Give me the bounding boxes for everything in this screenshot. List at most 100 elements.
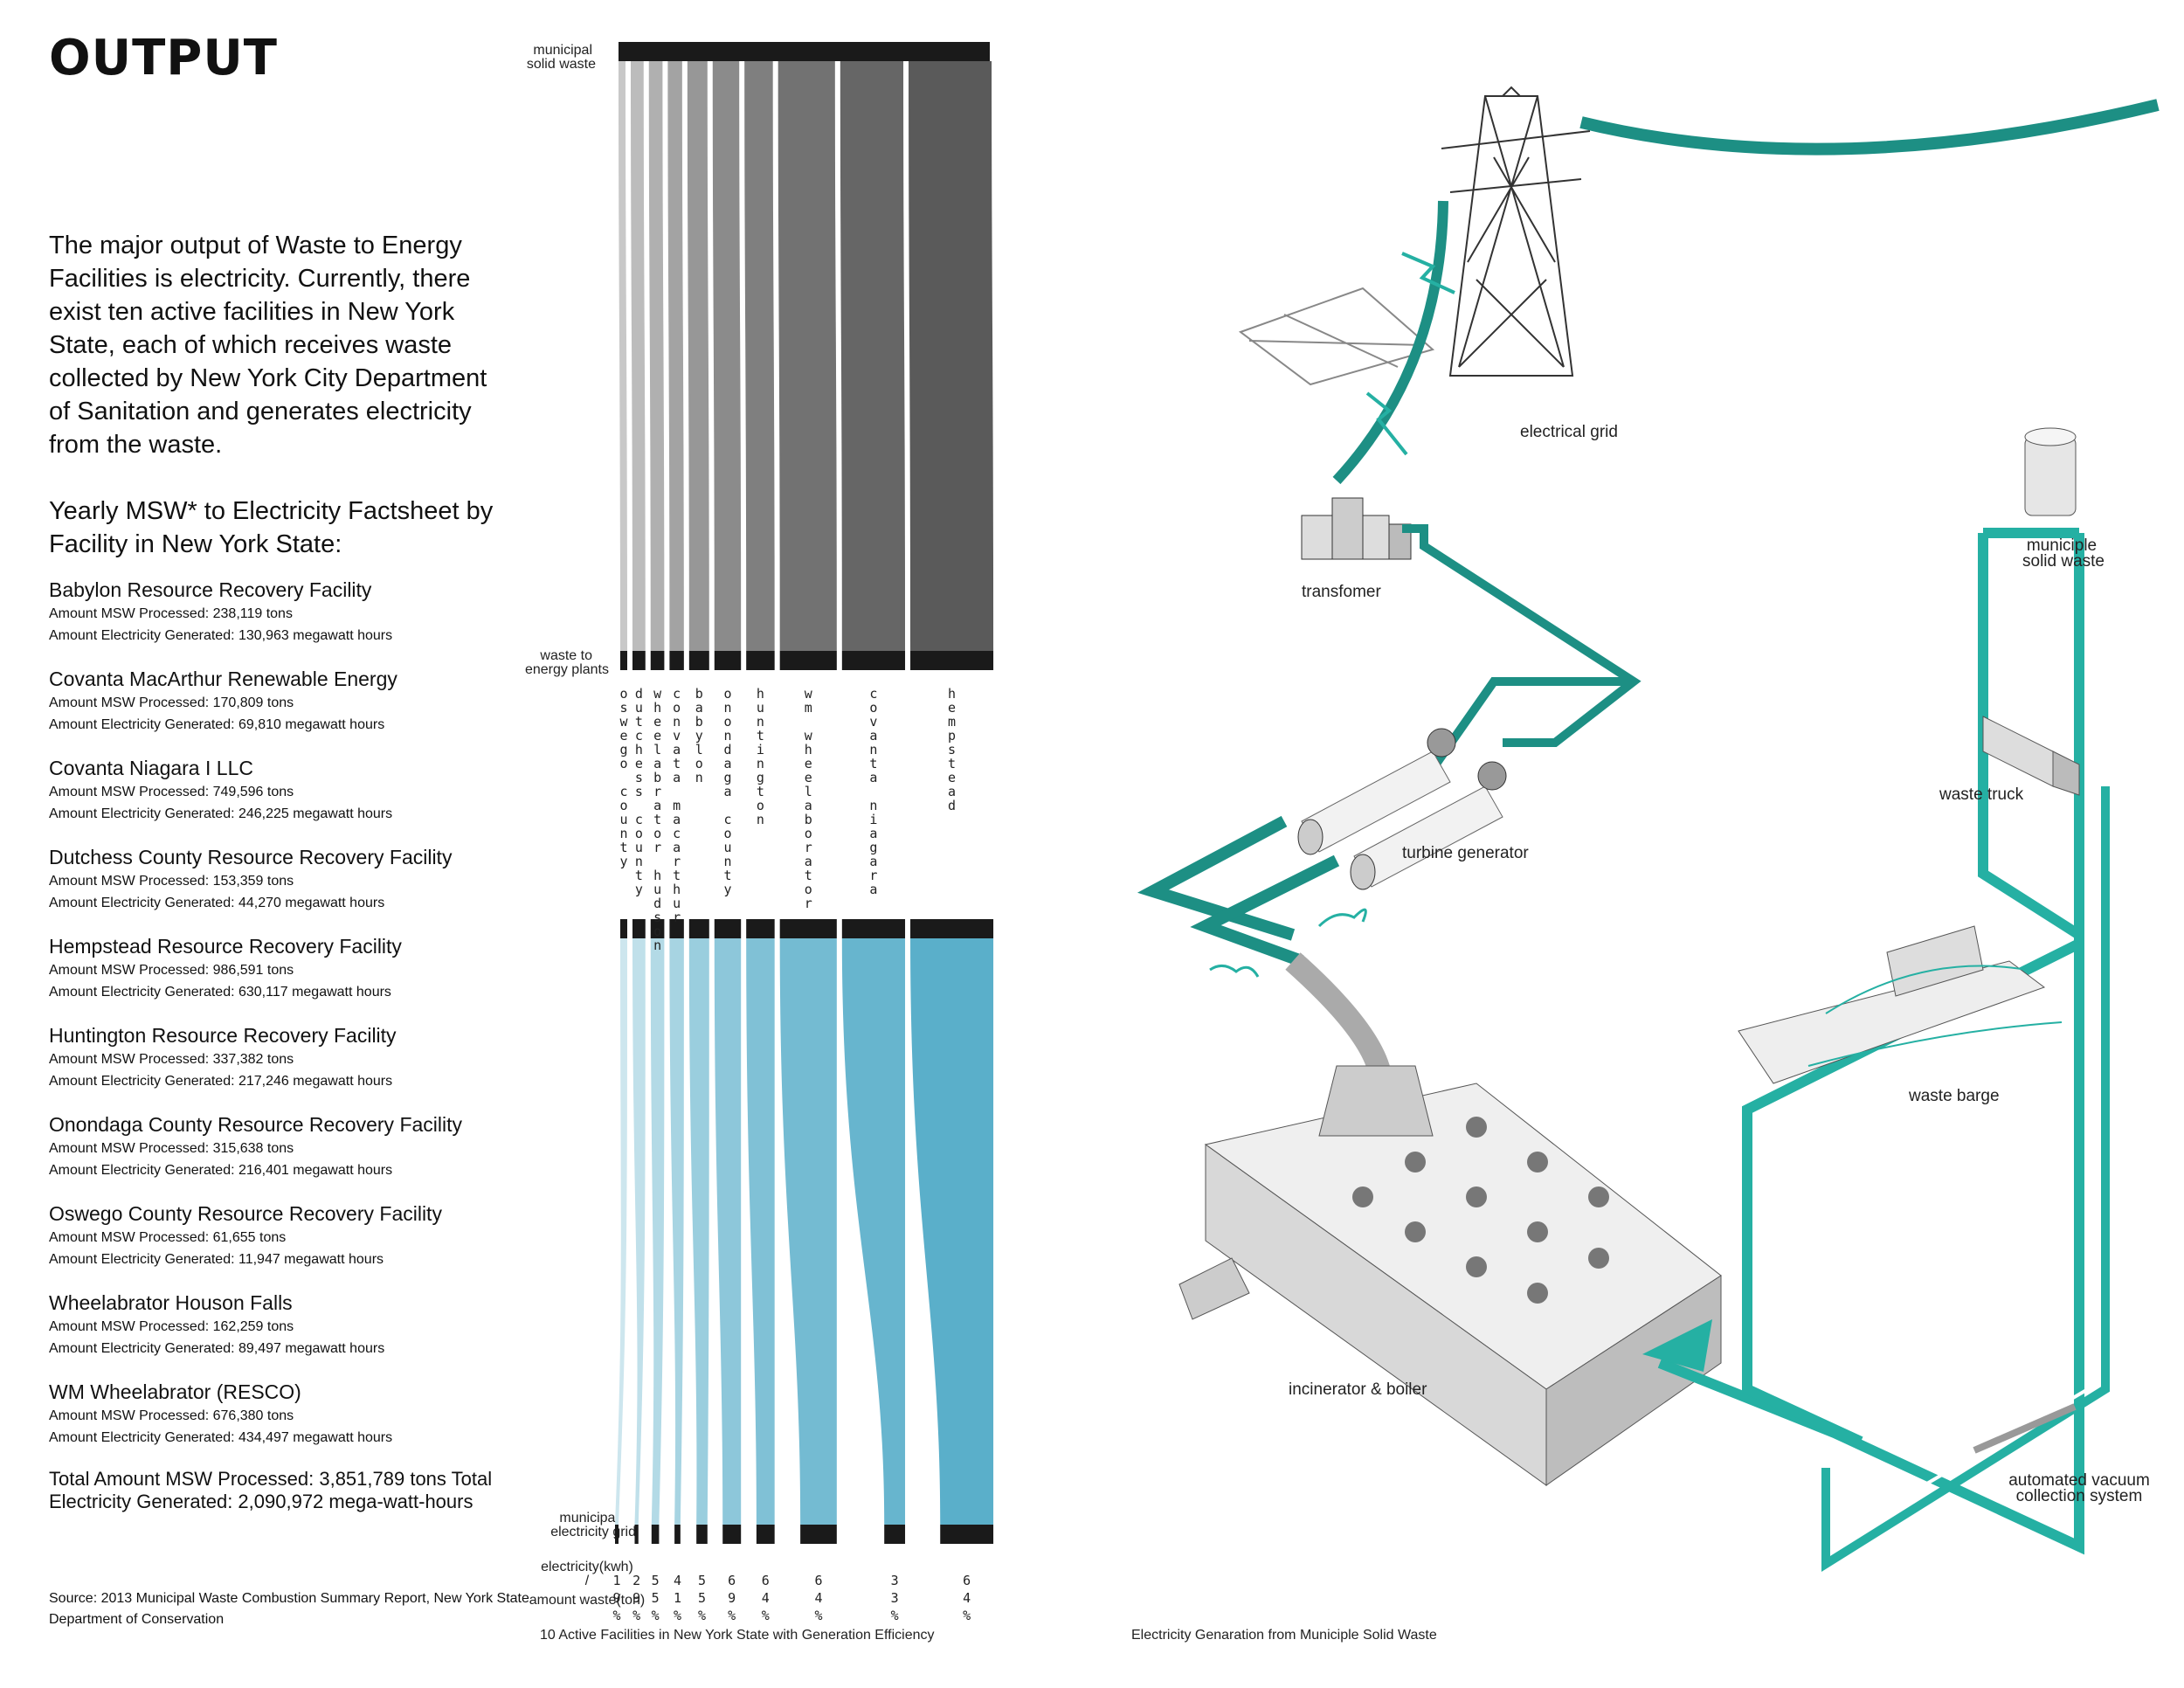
power-line (1579, 99, 2160, 156)
vacuum-pipe (1821, 786, 2110, 1573)
ratio-label: electricity(kwh) (541, 1560, 633, 1574)
electricity-flow-band (632, 938, 646, 1525)
label-vacuum: automated vacuum (2008, 1471, 2150, 1490)
lightning-icon (1365, 391, 1408, 456)
facility-msw: Amount MSW Processed: 162,259 tons (49, 1319, 294, 1334)
plant-block (746, 919, 775, 938)
facility-electricity: Amount Electricity Generated: 246,225 me… (49, 806, 393, 821)
facility-name: Covanta MacArthur Renewable Energy (49, 668, 397, 690)
electricity-flow-band (688, 938, 709, 1525)
power-flow (1428, 677, 1634, 771)
sankey-mid-label: waste to (539, 648, 592, 663)
grid-block (696, 1525, 708, 1544)
plant-block (669, 919, 684, 938)
facility-electricity: Amount Electricity Generated: 44,270 meg… (49, 896, 385, 910)
plant-block (841, 651, 906, 670)
plant-block (714, 919, 742, 938)
plant-block (779, 919, 837, 938)
plant-block (620, 919, 627, 938)
facility-name: WM Wheelabrator (RESCO) (49, 1380, 301, 1403)
facility-name: Onondaga County Resource Recovery Facili… (49, 1113, 463, 1136)
incinerator-icon (1178, 1065, 1722, 1486)
facility-electricity: Amount Electricity Generated: 217,246 me… (49, 1074, 393, 1089)
facility-electricity: Amount Electricity Generated: 216,401 me… (49, 1163, 393, 1178)
plant-block (650, 651, 665, 670)
efficiency-labels: 19%29%55%41%55%69%64%64%33%64% (609, 1573, 975, 1625)
efficiency-label: 19% (609, 1573, 625, 1625)
facility-msw: Amount MSW Processed: 170,809 tons (49, 695, 294, 710)
label-turbine: turbine generator (1402, 844, 1529, 862)
grid-connection (1332, 200, 1448, 485)
facility-name: Dutchess County Resource Recovery Facili… (49, 846, 453, 868)
sankey-waste-flows (619, 42, 994, 670)
waste-flow-band (840, 61, 906, 651)
waste-flow-band (648, 61, 665, 651)
grid-block (800, 1525, 837, 1544)
facility-msw: Amount MSW Processed: 337,382 tons (49, 1052, 294, 1067)
label-electrical-grid: electrical grid (1520, 423, 1618, 441)
facility-item: Wheelabrator Houson Falls Amount MSW Pro… (49, 1290, 503, 1379)
waste-flow-band (744, 61, 775, 651)
diagram-caption: Electricity Genaration from Municiple So… (1131, 1628, 1437, 1643)
sankey-bottom-label: municipal (559, 1511, 619, 1525)
facility-item: WM Wheelabrator (RESCO) Amount MSW Proce… (49, 1379, 503, 1468)
steam-icon (1317, 908, 1367, 928)
sankey-electricity-flows (615, 919, 994, 1544)
label-vacuum: collection system (2016, 1487, 2143, 1505)
label-transformer: transfomer (1302, 583, 1381, 601)
label-msw: solid waste (2022, 552, 2105, 571)
waste-flow-band (909, 61, 994, 651)
facility-label: huntington (752, 686, 768, 826)
waste-flow (1657, 786, 2084, 1555)
facility-electricity: Amount Electricity Generated: 130,963 me… (49, 628, 393, 643)
label-msw: municiple (2027, 536, 2097, 555)
efficiency-label: 64% (959, 1573, 975, 1625)
grid-block (674, 1525, 681, 1544)
msw-bar (619, 42, 990, 61)
facility-label: covanta niagara (866, 686, 881, 896)
waste-truck-icon (1982, 716, 2080, 796)
facility-msw: Amount MSW Processed: 749,596 tons (49, 785, 294, 799)
plant-block (910, 651, 994, 670)
efficiency-label: 69% (724, 1573, 740, 1625)
facility-item: Babylon Resource Recovery Facility Amoun… (49, 577, 503, 666)
efficiency-label: 55% (694, 1573, 709, 1625)
facility-msw: Amount MSW Processed: 153,359 tons (49, 874, 294, 889)
label-truck: waste truck (1939, 785, 2024, 804)
intro-paragraph: The major output of Waste to Energy Faci… (49, 232, 487, 459)
steam-flow (1137, 815, 1296, 941)
process-diagram: electrical grid transfomer municiple sol… (1131, 86, 2160, 1643)
facility-msw: Amount MSW Processed: 238,119 tons (49, 606, 293, 621)
facility-name: Wheelabrator Houson Falls (49, 1291, 293, 1314)
plant-block (650, 919, 665, 938)
efficiency-label: 64% (811, 1573, 826, 1625)
sankey-top-label: solid waste (527, 57, 596, 72)
waste-flow (1978, 533, 2083, 940)
waste-barge-icon (1738, 925, 2063, 1084)
waste-flow-band (667, 61, 684, 651)
facility-label: convata macarthur (669, 686, 685, 924)
steam-icon (1209, 965, 1260, 978)
factsheet-title: Yearly MSW* to Electricity Factsheet by … (49, 497, 494, 558)
efficiency-label: 29% (629, 1573, 645, 1625)
facility-label: onondaga county (720, 686, 736, 896)
transformer-icon (1301, 497, 1412, 560)
efficiency-label: 33% (887, 1573, 902, 1625)
vacuum-tube-icon (1973, 1403, 2077, 1454)
electricity-flow-band (714, 938, 742, 1525)
ratio-label: / (585, 1574, 590, 1588)
grid-block (634, 1525, 639, 1544)
grid-block (722, 1525, 742, 1544)
plant-block (714, 651, 742, 670)
electricity-flow-band (669, 938, 684, 1525)
facility-msw: Amount MSW Processed: 61,655 tons (49, 1230, 287, 1245)
facility-list: Babylon Resource Recovery Facility Amoun… (49, 577, 503, 1468)
grid-block (884, 1525, 906, 1544)
plant-block (620, 651, 627, 670)
label-barge: waste barge (1908, 1087, 2000, 1105)
waste-flow-band (687, 61, 709, 651)
facility-label: wm wheelaborator (800, 686, 816, 910)
grid-block (651, 1525, 660, 1544)
page-title: OUTPUT (49, 30, 278, 86)
waste-flow-band (712, 61, 742, 651)
